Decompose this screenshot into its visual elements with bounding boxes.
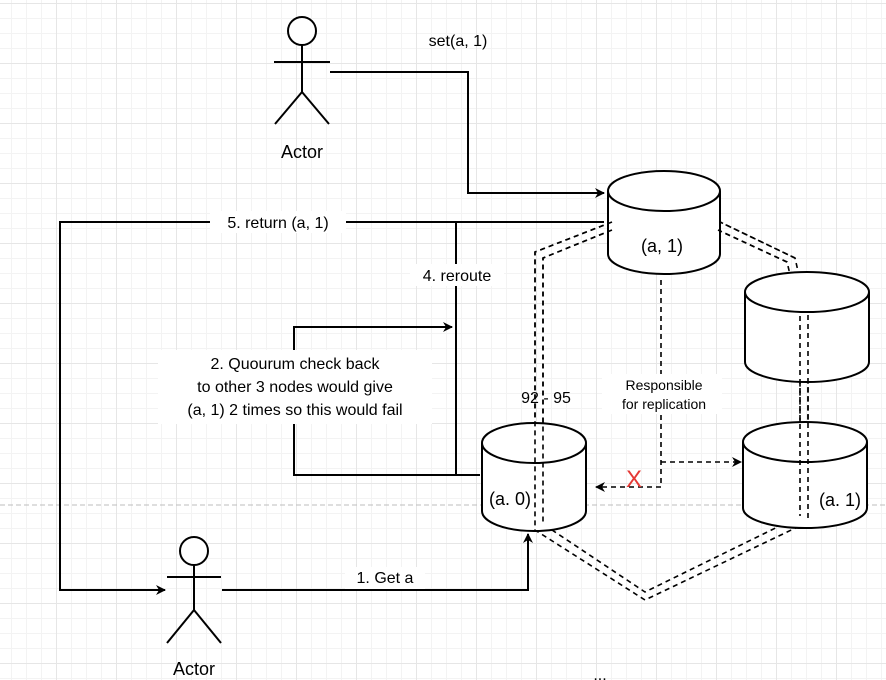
actor-bottom-icon[interactable] (166, 536, 222, 644)
replication-note-line2: for replication (622, 396, 706, 412)
replication-ring-front (534, 221, 809, 530)
reroute-label-bg (410, 264, 504, 286)
quorum-note-line3: (a, 1) 2 times so this would fail (187, 402, 402, 419)
get-label-bg (345, 567, 425, 589)
actor-top-label: Actor (281, 142, 323, 162)
actor-top-icon[interactable] (274, 16, 330, 125)
quorum-note-bg (158, 350, 432, 424)
get-edge (222, 533, 533, 591)
set-edge (330, 71, 605, 198)
db-node-middle-right[interactable] (744, 271, 870, 383)
reroute-edge-label: 4. reroute (423, 268, 492, 285)
replication-note-bg (602, 374, 722, 414)
ellipsis-text: ... (593, 667, 606, 680)
replication-note-line1: Responsible (625, 377, 702, 393)
range-label: 92 - 95 (521, 390, 571, 407)
failure-mark: X (626, 466, 642, 493)
return-edge-label: 5. return (a, 1) (227, 215, 328, 232)
replication-to-left-node (595, 280, 662, 492)
set-edge-label: set(a, 1) (429, 33, 488, 50)
db-node-left[interactable]: (a. 0) (481, 422, 587, 532)
node-left-label: (a. 0) (489, 489, 531, 509)
actor-bottom-label: Actor (173, 659, 215, 679)
quorum-note-line1: 2. Quourum check back (211, 356, 381, 373)
replication-arrows (595, 280, 742, 492)
quorum-note-line2: to other 3 nodes would give (197, 379, 393, 396)
db-node-bottom-right[interactable]: (a. 1) (742, 421, 868, 529)
node-top-label: (a, 1) (641, 236, 683, 256)
node-bottom-right-label: (a. 1) (819, 490, 861, 510)
get-edge-label: 1. Get a (357, 570, 414, 587)
return-label-bg (210, 211, 346, 233)
db-node-top[interactable]: (a, 1) (607, 170, 721, 275)
